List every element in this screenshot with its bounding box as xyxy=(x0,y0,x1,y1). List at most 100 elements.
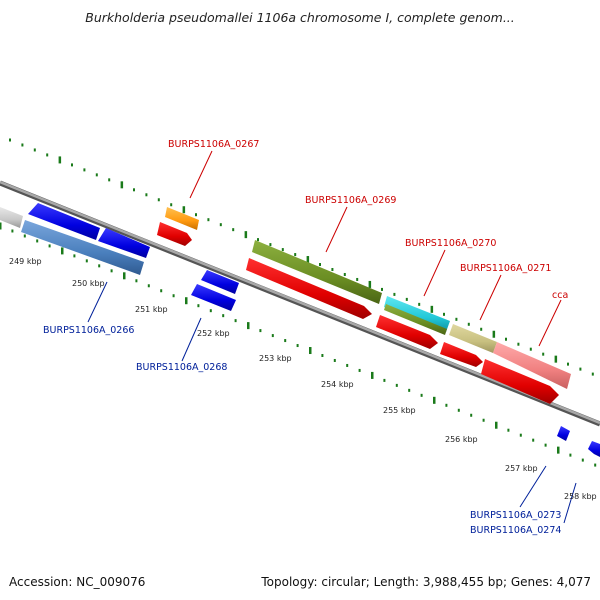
gene-grey-partial[interactable] xyxy=(0,207,23,228)
minor-tick xyxy=(581,458,584,462)
major-tick xyxy=(58,156,62,164)
leader-0269 xyxy=(325,206,348,253)
minor-tick xyxy=(281,248,284,252)
minor-tick xyxy=(83,168,86,172)
minor-tick xyxy=(36,239,39,243)
kbp-label: 257 kbp xyxy=(505,464,538,473)
scale-labels: 249 kbp 250 kbp 251 kbp 252 kbp 253 kbp … xyxy=(9,257,597,501)
minor-tick xyxy=(529,347,532,351)
gene-0267-arrow[interactable] xyxy=(157,222,192,246)
minor-tick xyxy=(418,302,421,306)
minor-tick xyxy=(455,317,458,321)
minor-tick xyxy=(542,352,545,356)
gene-blue-2[interactable] xyxy=(98,228,150,258)
gene-0271-arrow[interactable] xyxy=(440,342,483,367)
minor-tick xyxy=(569,453,572,457)
gene-0269-feature[interactable] xyxy=(252,240,382,304)
minor-tick xyxy=(170,203,173,207)
major-tick xyxy=(185,297,188,305)
minor-tick xyxy=(383,378,386,382)
gene-label-0267[interactable]: BURPS1106A_0267 xyxy=(168,139,259,150)
gene-0268-arrow-1[interactable] xyxy=(201,270,239,294)
cca-feature[interactable] xyxy=(493,342,571,389)
minor-tick xyxy=(219,223,222,227)
leader-0267 xyxy=(189,150,213,199)
gene-0269-arrow[interactable] xyxy=(246,258,372,319)
minor-tick xyxy=(222,314,225,318)
major-tick xyxy=(368,280,372,288)
gene-0270-arrow[interactable] xyxy=(376,315,438,349)
genome-stats-text: Topology: circular; Length: 3,988,455 bp… xyxy=(261,575,591,589)
minor-tick xyxy=(395,383,398,387)
gene-label-0268[interactable]: BURPS1106A_0268 xyxy=(136,362,227,373)
gene-0266-feature[interactable] xyxy=(21,220,144,275)
major-tick xyxy=(309,347,312,355)
gene-label-0266[interactable]: BURPS1106A_0266 xyxy=(43,325,134,336)
major-tick xyxy=(61,247,64,255)
gene-label-0270[interactable]: BURPS1106A_0270 xyxy=(405,238,496,249)
minor-tick xyxy=(46,153,49,157)
minor-tick xyxy=(209,309,212,313)
kbp-label: 250 kbp xyxy=(72,279,105,288)
minor-tick xyxy=(443,312,445,316)
kbp-label: 251 kbp xyxy=(135,305,168,314)
minor-tick xyxy=(343,272,346,276)
gene-label-cca[interactable]: cca xyxy=(552,290,568,301)
kbp-label: 254 kbp xyxy=(321,380,354,389)
gene-0270-feature[interactable] xyxy=(384,296,450,332)
gene-0274-arrow[interactable] xyxy=(588,441,600,457)
minor-tick xyxy=(532,438,535,442)
minor-tick xyxy=(108,178,111,182)
minor-tick xyxy=(544,443,547,447)
major-tick xyxy=(430,305,434,313)
minor-tick xyxy=(346,363,349,367)
minor-tick xyxy=(296,344,299,348)
minor-tick xyxy=(405,297,408,301)
minor-tick xyxy=(294,253,297,257)
minor-tick xyxy=(517,342,520,346)
minor-tick xyxy=(21,143,24,147)
major-tick xyxy=(495,421,498,429)
minor-tick xyxy=(331,267,334,271)
gene-labels: BURPS1106A_0267 BURPS1106A_0269 BURPS110… xyxy=(43,139,568,536)
minor-tick xyxy=(567,362,569,366)
gene-label-0274[interactable]: BURPS1106A_0274 xyxy=(470,525,561,536)
gene-blue-1[interactable] xyxy=(28,203,100,240)
minor-tick xyxy=(23,234,26,238)
minor-tick xyxy=(591,372,594,376)
kbp-label: 252 kbp xyxy=(197,329,230,338)
minor-tick xyxy=(269,243,272,247)
minor-tick xyxy=(519,433,522,437)
minor-tick xyxy=(507,428,510,432)
outer-scale-track xyxy=(9,138,594,376)
cca-arrow[interactable] xyxy=(481,359,559,404)
leader-0268 xyxy=(181,317,202,362)
major-tick xyxy=(182,206,186,214)
gene-0268-arrow-2[interactable] xyxy=(191,284,236,311)
minor-tick xyxy=(197,304,200,308)
genome-backbone-highlight xyxy=(0,180,600,425)
minor-tick xyxy=(95,173,98,177)
minor-tick xyxy=(33,148,36,152)
kbp-label: 249 kbp xyxy=(9,257,42,266)
gene-label-0269[interactable]: BURPS1106A_0269 xyxy=(305,195,396,206)
minor-tick xyxy=(98,264,101,268)
kbp-label: 255 kbp xyxy=(383,406,416,415)
major-tick xyxy=(306,256,310,264)
minor-tick xyxy=(110,269,113,273)
gene-0271-feature[interactable] xyxy=(449,324,497,353)
minor-tick xyxy=(333,358,336,362)
minor-tick xyxy=(257,238,259,242)
minor-tick xyxy=(234,319,237,323)
gene-label-0273[interactable]: BURPS1106A_0273 xyxy=(470,510,561,521)
minor-tick xyxy=(157,198,160,202)
gene-label-0271[interactable]: BURPS1106A_0271 xyxy=(460,263,551,274)
minor-tick xyxy=(482,418,485,422)
gene-0267-feature[interactable] xyxy=(165,207,199,230)
gene-0270-olive[interactable] xyxy=(384,304,447,335)
minor-tick xyxy=(259,329,262,333)
kbp-label: 253 kbp xyxy=(259,354,292,363)
gene-0273-arrow[interactable] xyxy=(557,426,570,441)
label-leaders xyxy=(87,150,577,524)
